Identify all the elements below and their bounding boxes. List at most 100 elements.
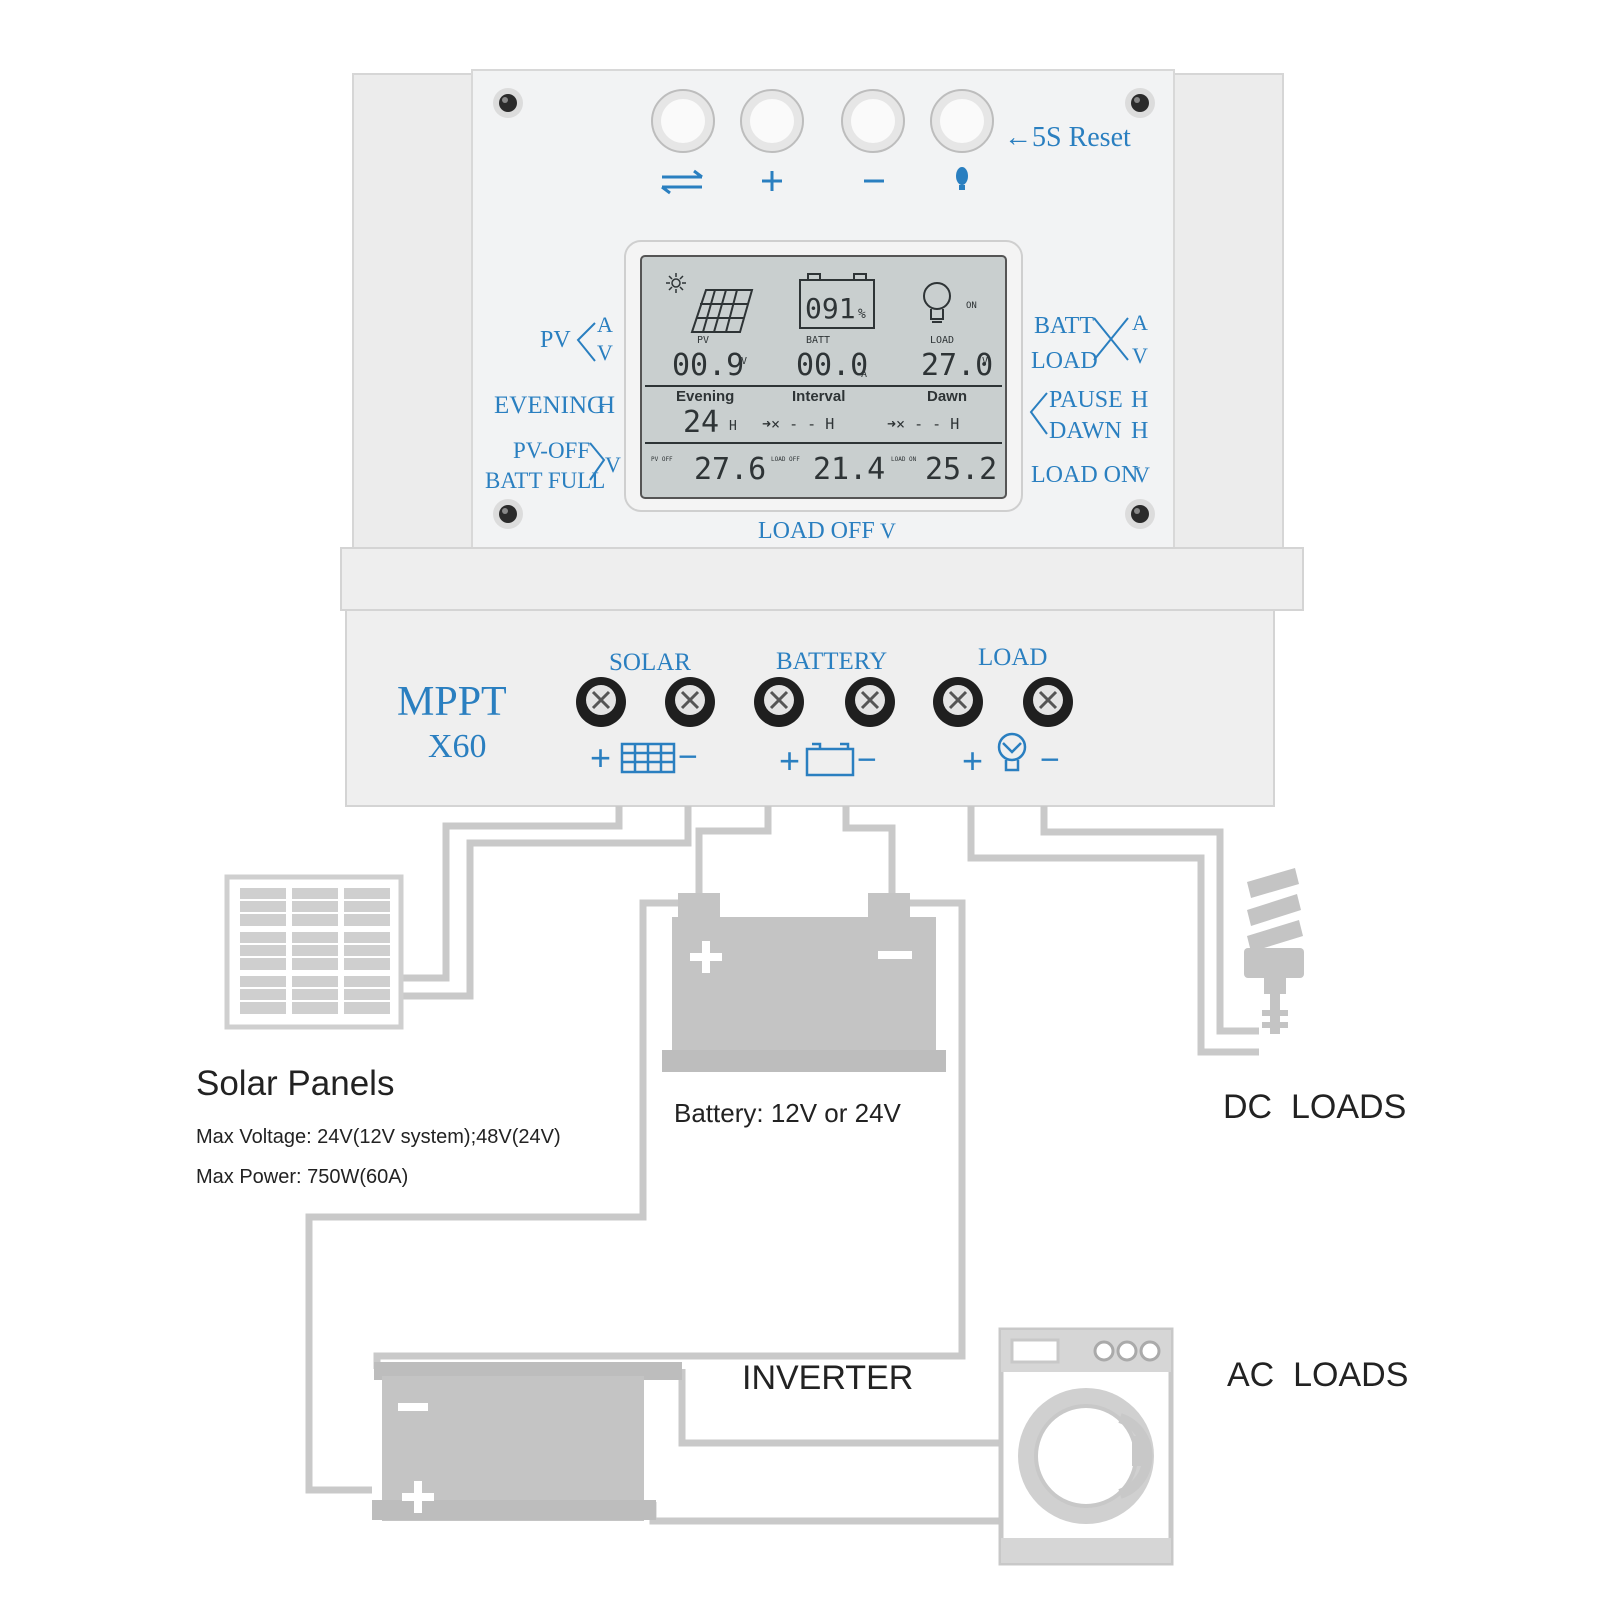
dawn-label: DAWN xyxy=(1049,418,1122,444)
left-side-labels: PV A V EVENING H PV-OFF BATT FULL V xyxy=(485,312,621,493)
battery-negative-terminal[interactable] xyxy=(845,677,895,727)
lcd-load-off-value: 21.4 xyxy=(813,452,885,487)
lcd-percent-sign: % xyxy=(858,307,866,322)
terminal-label-solar: SOLAR xyxy=(609,649,691,676)
battery-icon xyxy=(799,273,875,329)
bracket-icon xyxy=(589,442,606,481)
washing-machine-icon xyxy=(998,1327,1174,1566)
load-label: LOAD xyxy=(1031,348,1098,374)
lcd-load-label: LOAD xyxy=(930,335,954,346)
lcd-batt-value: 00.0 xyxy=(796,348,868,383)
lcd-battery-percent: 091 xyxy=(805,292,856,325)
screw-icon xyxy=(1125,88,1155,118)
minus-button[interactable] xyxy=(841,89,905,153)
screw-icon xyxy=(493,88,523,118)
battery-minus-sign: − xyxy=(857,741,877,779)
solar-positive-terminal[interactable] xyxy=(576,677,626,727)
cfl-bulb-icon xyxy=(1244,868,1304,1034)
evening-label: EVENING xyxy=(494,392,605,419)
pv-v-unit: V xyxy=(597,340,613,365)
bracket-icon xyxy=(1029,392,1048,435)
lcd-contents: 091 % ON PV BATT LOAD 00.9 V 00.0 A 27.0… xyxy=(645,273,1002,487)
batt-full-label: BATT FULL xyxy=(485,468,605,493)
controller-ledge xyxy=(340,547,1304,611)
lcd-pv-unit: V xyxy=(741,356,747,367)
plus-icon xyxy=(762,171,782,191)
load-v-unit: V xyxy=(1132,343,1148,368)
terminal-label-battery: BATTERY xyxy=(776,648,887,675)
lcd-pv-label: PV xyxy=(697,335,709,346)
load-on-label: LOAD ON xyxy=(1031,462,1138,488)
batt-label: BATT xyxy=(1034,313,1094,339)
lcd-evening-value: 24 xyxy=(683,405,719,440)
battery-icon xyxy=(662,893,946,1072)
lcd-load-value: 27.0 xyxy=(921,348,993,383)
pause-h-unit: H xyxy=(1131,387,1148,413)
solar-panel-icon xyxy=(620,742,676,774)
load-bulb-icon xyxy=(997,732,1027,772)
evening-h-unit: H xyxy=(597,392,615,419)
lcd-batt-label: BATT xyxy=(806,335,830,346)
load-bulb-icon xyxy=(923,282,951,323)
solar-plus-sign: + xyxy=(590,737,611,778)
pv-a-unit: A xyxy=(597,312,613,337)
load-on-v-unit: V xyxy=(1134,462,1150,487)
lcd-load-on-value: 25.2 xyxy=(925,452,997,487)
terminal-screws xyxy=(576,677,1073,727)
lcd-load-on-label: LOAD ON xyxy=(891,456,917,463)
solar-negative-terminal[interactable] xyxy=(665,677,715,727)
lcd-interval-label: Interval xyxy=(792,388,845,405)
sun-icon xyxy=(666,273,686,293)
inverter-label: INVERTER xyxy=(742,1359,913,1397)
plus-button[interactable] xyxy=(740,89,804,153)
batt-a-unit: A xyxy=(1132,310,1148,335)
load-positive-terminal[interactable] xyxy=(933,677,983,727)
load-off-v-unit: V xyxy=(880,518,896,543)
screw-icon xyxy=(493,499,523,529)
lcd-batt-unit: A xyxy=(861,369,867,380)
charge-controller: ←5S Reset xyxy=(340,69,1304,807)
cross-bracket-icon xyxy=(1093,317,1129,361)
load-off-label: LOAD OFF xyxy=(758,518,875,544)
pv-label: PV xyxy=(540,327,571,353)
battery-icon xyxy=(805,742,855,777)
dc-loads-label: DC LOADS xyxy=(1223,1088,1406,1126)
lcd-load-off-label: LOAD OFF xyxy=(771,456,800,463)
reset-hint: ←5S Reset xyxy=(1004,122,1131,153)
battery-positive-terminal[interactable] xyxy=(754,677,804,727)
load-minus-sign: − xyxy=(1040,741,1060,779)
bulb-icon xyxy=(956,167,968,190)
solar-panel-icon xyxy=(690,289,754,333)
model-name: MPPT xyxy=(397,679,507,725)
pause-label: PAUSE xyxy=(1049,387,1123,413)
controller-terminal-block xyxy=(345,609,1275,807)
bracket-icon xyxy=(576,322,596,362)
lcd-pv-off-label: PV OFF xyxy=(651,456,673,463)
lcd-dawn-value: ➜× - - H xyxy=(887,415,959,433)
inverter-icon xyxy=(372,1362,682,1521)
screw-icon xyxy=(1125,499,1155,529)
lcd-pv-value: 00.9 xyxy=(672,348,744,383)
solar-spec-voltage: Max Voltage: 24V(12V system);48V(24V) xyxy=(196,1126,561,1148)
lcd-on-label: ON xyxy=(966,301,977,311)
solar-spec-power: Max Power: 750W(60A) xyxy=(196,1166,408,1188)
switch-arrows-icon xyxy=(661,169,703,195)
light-button[interactable] xyxy=(930,89,994,153)
lcd-evening-label: Evening xyxy=(676,388,734,405)
pv-off-v-unit: V xyxy=(605,452,621,477)
load-negative-terminal[interactable] xyxy=(1023,677,1073,727)
ac-loads-label: AC LOADS xyxy=(1227,1356,1408,1394)
right-side-labels: BATT LOAD A V PAUSE DAWN H H LOAD ON V xyxy=(1029,310,1150,488)
solar-minus-sign: − xyxy=(678,738,698,776)
lcd-pv-off-value: 27.6 xyxy=(694,452,766,487)
lcd-load-unit: V xyxy=(982,356,988,367)
load-plus-sign: + xyxy=(962,740,983,781)
lcd-evening-unit: H xyxy=(729,419,737,434)
lcd-screen xyxy=(640,255,1007,499)
solar-panels-title: Solar Panels xyxy=(196,1064,394,1103)
lcd-dawn-label: Dawn xyxy=(927,388,967,405)
battery-plus-sign: + xyxy=(779,740,800,781)
switch-button[interactable] xyxy=(651,89,715,153)
model-number: X60 xyxy=(428,728,487,765)
